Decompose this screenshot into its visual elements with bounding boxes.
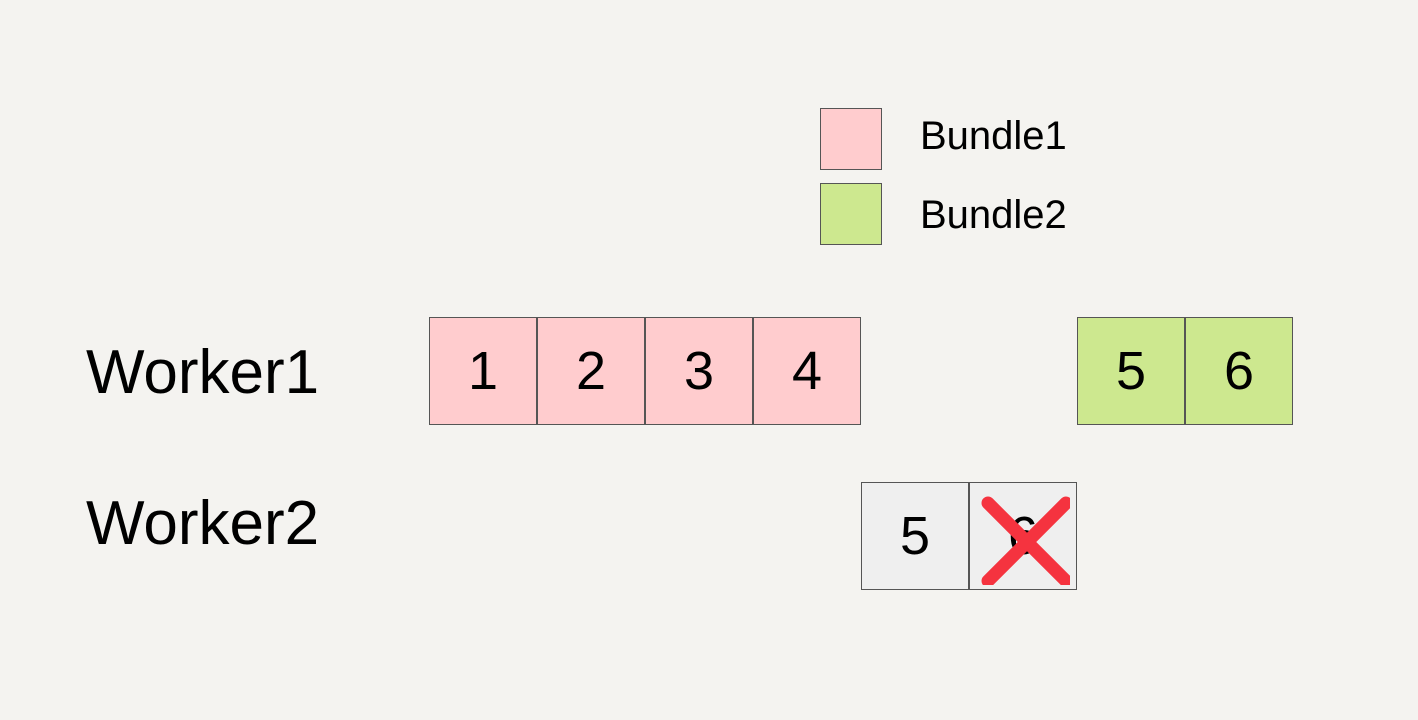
legend-label-bundle2: Bundle2 [920,193,1067,237]
worker1-cell-2: 2 [537,317,645,425]
legend-swatch-bundle2 [820,183,882,245]
legend-swatch-bundle1 [820,108,882,170]
worker2-cell-6-failed: 6 [969,482,1077,590]
cell-number: 2 [575,341,607,401]
legend-label-bundle1: Bundle1 [920,114,1067,158]
cell-number: 3 [683,341,715,401]
cell-number: 5 [1115,341,1147,401]
red-x-icon [981,496,1070,585]
worker2-label: Worker2 [86,489,320,558]
worker1-cell-3: 3 [645,317,753,425]
worker1-cell-1: 1 [429,317,537,425]
cell-number: 6 [1223,341,1255,401]
worker1-cell-6: 6 [1185,317,1293,425]
cell-number: 1 [467,341,499,401]
worker1-cell-4: 4 [753,317,861,425]
cell-number: 4 [791,341,823,401]
worker1-label: Worker1 [86,338,320,407]
worker2-cell-5: 5 [861,482,969,590]
cell-number: 5 [899,506,931,566]
worker1-cell-5: 5 [1077,317,1185,425]
